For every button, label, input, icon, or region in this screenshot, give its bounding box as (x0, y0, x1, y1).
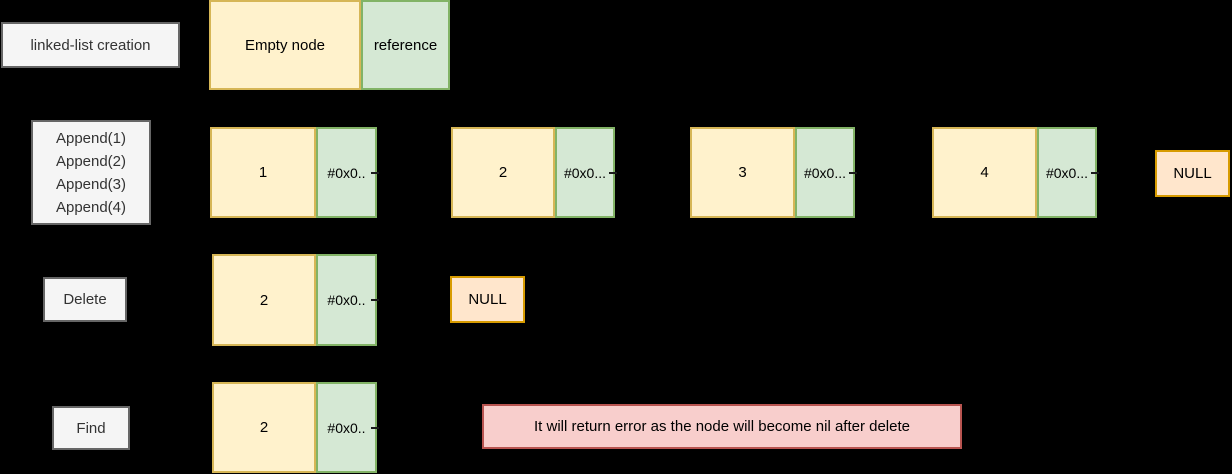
node-find-value-text: 2 (259, 419, 269, 436)
node-empty-value-text: Empty node (244, 36, 326, 54)
label-append-line-4: Append(4) (55, 198, 127, 216)
node-2-reference-text: #0x0... (563, 164, 607, 181)
label-append-line-2: Append(2) (55, 152, 127, 170)
next-pointer-arrow-icon (371, 299, 379, 301)
label-linked-list-creation: linked-list creation (1, 22, 180, 68)
label-append-line-1: Append(1) (55, 129, 127, 147)
label-delete: Delete (43, 277, 127, 322)
null-terminator-delete: NULL (450, 276, 525, 323)
node-4-reference-text: #0x0... (1045, 164, 1089, 181)
error-note: It will return error as the node will be… (482, 404, 962, 449)
node-4-reference-cell: #0x0... (1037, 127, 1099, 218)
node-find-result: 2 #0x0.. (212, 382, 379, 473)
next-pointer-arrow-icon (371, 426, 379, 429)
node-delete-reference-text: #0x0.. (327, 292, 366, 308)
node-empty-reference-cell: reference (361, 0, 450, 90)
node-2-reference-cell: #0x0... (555, 127, 617, 218)
node-2: 2 #0x0... (451, 127, 617, 218)
node-1-reference-cell: #0x0.. (316, 127, 379, 218)
node-3: 3 #0x0... (690, 127, 857, 218)
node-delete-result: 2 #0x0.. (212, 254, 379, 346)
node-1: 1 #0x0.. (210, 127, 379, 218)
node-empty: Empty node reference (209, 0, 450, 90)
node-4-value-text: 4 (980, 164, 989, 181)
node-3-value-cell: 3 (690, 127, 795, 218)
label-linked-list-creation-text: linked-list creation (30, 36, 151, 54)
node-find-reference-text: #0x0.. (327, 419, 366, 436)
null-terminator-append-text: NULL (1173, 165, 1212, 182)
node-2-value-cell: 2 (451, 127, 555, 218)
next-pointer-arrow-icon (849, 171, 857, 174)
next-pointer-arrow-icon (1091, 171, 1099, 174)
node-1-value-text: 1 (258, 164, 268, 181)
node-4: 4 #0x0... (932, 127, 1099, 218)
error-note-text: It will return error as the node will be… (533, 418, 910, 435)
node-delete-value-cell: 2 (212, 254, 316, 346)
node-find-reference-cell: #0x0.. (316, 382, 379, 473)
label-append: Append(1) Append(2) Append(3) Append(4) (31, 120, 151, 225)
node-empty-reference-text: reference (373, 36, 438, 54)
label-find-text: Find (76, 419, 106, 437)
null-terminator-append: NULL (1155, 150, 1230, 197)
next-pointer-arrow-icon (609, 171, 617, 174)
label-delete-text: Delete (63, 291, 107, 308)
node-find-value-cell: 2 (212, 382, 316, 473)
node-delete-reference-cell: #0x0.. (316, 254, 379, 346)
node-4-value-cell: 4 (932, 127, 1037, 218)
label-append-line-3: Append(3) (55, 175, 127, 193)
next-pointer-arrow-icon (371, 171, 379, 174)
node-3-reference-text: #0x0... (803, 164, 847, 181)
node-1-value-cell: 1 (210, 127, 316, 218)
null-terminator-delete-text: NULL (468, 291, 507, 308)
node-3-reference-cell: #0x0... (795, 127, 857, 218)
node-1-reference-text: #0x0.. (327, 164, 366, 181)
node-3-value-text: 3 (738, 164, 747, 181)
label-find: Find (52, 406, 130, 450)
node-2-value-text: 2 (498, 164, 508, 181)
node-delete-value-text: 2 (259, 291, 269, 309)
node-empty-value-cell: Empty node (209, 0, 361, 90)
